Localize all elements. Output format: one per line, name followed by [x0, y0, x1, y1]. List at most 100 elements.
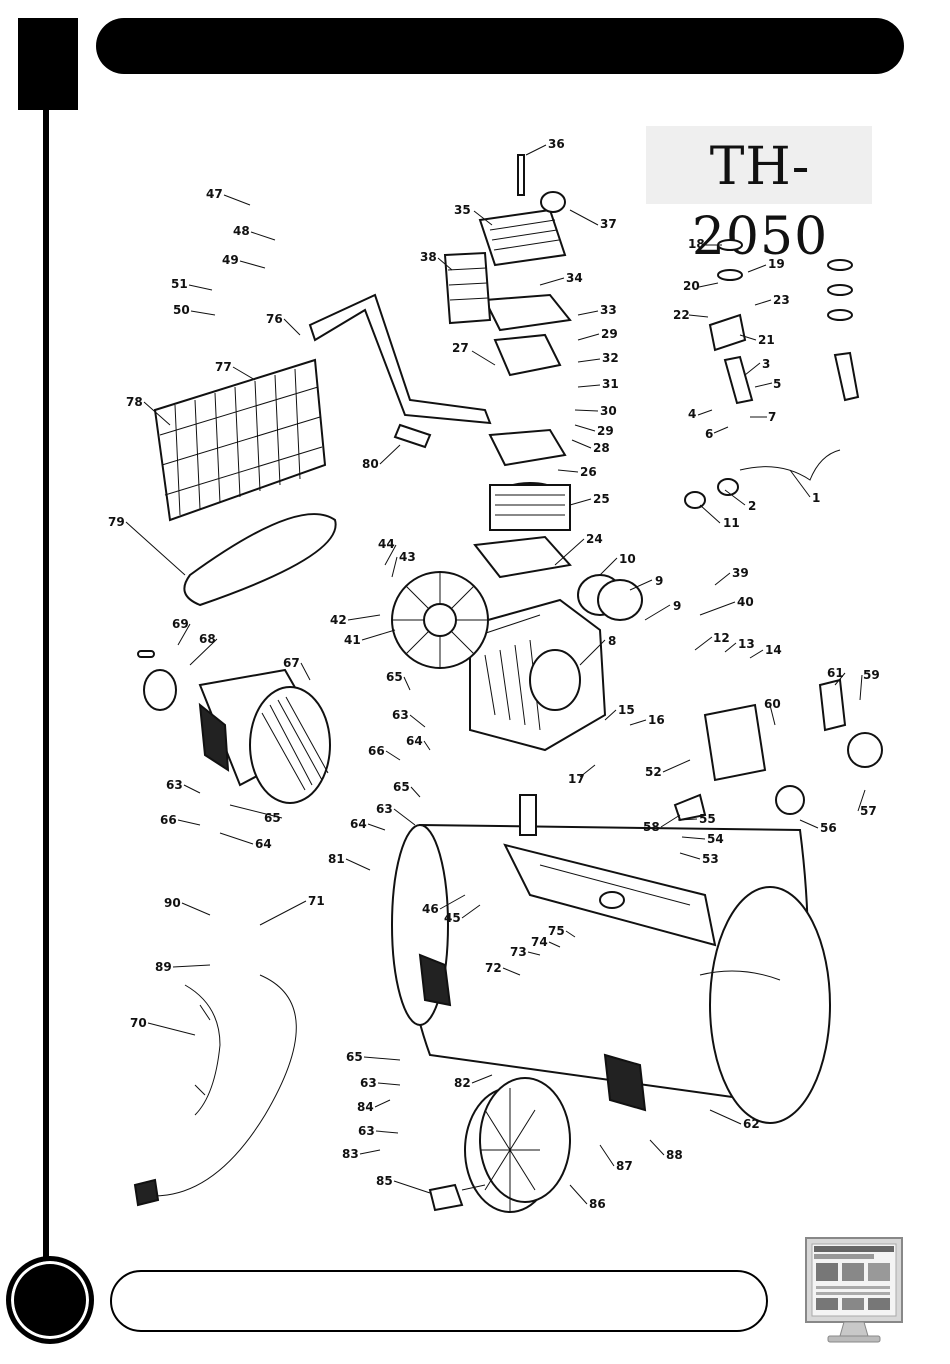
pressure-switch-assembly: [673, 239, 883, 822]
callout-86: 86: [589, 1197, 606, 1211]
callout-63a: 63: [392, 708, 409, 722]
callout-65c: 65: [393, 780, 410, 794]
callout-52: 52: [645, 765, 662, 779]
callout-24: 24: [586, 532, 603, 546]
callout-64a: 64: [406, 734, 423, 748]
callout-77: 77: [215, 360, 232, 374]
callout-88: 88: [666, 1148, 683, 1162]
page-margin-rule: [43, 110, 49, 1270]
model-label-background: [646, 126, 872, 204]
callout-16: 16: [648, 713, 665, 727]
callout-23: 23: [773, 293, 790, 307]
callout-46: 46: [422, 902, 439, 916]
callout-10: 10: [619, 552, 636, 566]
callout-39: 39: [732, 566, 749, 580]
callout-40: 40: [737, 595, 754, 609]
callout-65b: 65: [264, 811, 281, 825]
callout-54: 54: [707, 832, 724, 846]
exploded-parts-diagram: 1 2 3 4 5 6 7 8 9 9 10 11 12 13 14 15 16…: [108, 137, 883, 1213]
callout-64b: 64: [255, 837, 272, 851]
callout-56: 56: [820, 821, 837, 835]
drive-belt: [183, 513, 337, 607]
callout-38: 38: [420, 250, 437, 264]
callout-74: 74: [531, 935, 548, 949]
callout-87: 87: [616, 1159, 633, 1173]
callout-3: 3: [762, 357, 770, 371]
callout-45: 45: [444, 911, 461, 925]
callout-50: 50: [173, 303, 190, 317]
callout-61: 61: [827, 666, 844, 680]
electric-motor: [137, 650, 331, 804]
callout-28: 28: [593, 441, 610, 455]
callout-73: 73: [510, 945, 527, 959]
callout-66b: 66: [160, 813, 177, 827]
handle: [308, 293, 492, 449]
callout-66a: 66: [368, 744, 385, 758]
callout-63e: 63: [358, 1124, 375, 1138]
callout-9: 9: [655, 574, 663, 588]
callout-82: 82: [454, 1076, 471, 1090]
compressor-head: [443, 154, 643, 752]
callout-65a: 65: [386, 670, 403, 684]
callout-18: 18: [688, 237, 705, 251]
callout-20: 20: [683, 279, 700, 293]
callout-17: 17: [568, 772, 585, 786]
callout-35: 35: [454, 203, 471, 217]
callout-63c: 63: [376, 802, 393, 816]
callout-60: 60: [764, 697, 781, 711]
callout-89: 89: [155, 960, 172, 974]
callout-90: 90: [164, 896, 181, 910]
callout-57: 57: [860, 804, 877, 818]
callout-67: 67: [283, 656, 300, 670]
callout-26: 26: [580, 465, 597, 479]
callout-5: 5: [773, 377, 781, 391]
callout-21: 21: [758, 333, 775, 347]
callout-9b: 9: [673, 599, 681, 613]
callout-15: 15: [618, 703, 635, 717]
callout-7: 7: [768, 410, 776, 424]
callout-64c: 64: [350, 817, 367, 831]
callout-1: 1: [812, 491, 820, 505]
callout-58: 58: [643, 820, 660, 834]
callout-53: 53: [702, 852, 719, 866]
page-number-circle: [6, 1256, 94, 1344]
callout-79: 79: [108, 515, 125, 529]
callout-27: 27: [452, 341, 469, 355]
callout-6: 6: [705, 427, 713, 441]
callout-31: 31: [602, 377, 619, 391]
callout-84: 84: [357, 1100, 374, 1114]
callout-labels: 1 2 3 4 5 6 7 8 9 9 10 11 12 13 14 15 16…: [108, 137, 880, 1211]
callout-55: 55: [699, 812, 716, 826]
callout-19: 19: [768, 257, 785, 271]
callout-72: 72: [485, 961, 502, 975]
footer-box: [110, 1270, 768, 1332]
callout-62: 62: [743, 1117, 760, 1131]
callout-49: 49: [222, 253, 239, 267]
callout-81: 81: [328, 852, 345, 866]
callout-12: 12: [713, 631, 730, 645]
callout-34: 34: [566, 271, 583, 285]
callout-43: 43: [399, 550, 416, 564]
callout-78: 78: [126, 395, 143, 409]
callout-11: 11: [723, 516, 740, 530]
callout-65d: 65: [346, 1050, 363, 1064]
callout-8: 8: [608, 634, 616, 648]
monitor-icon: [805, 1237, 903, 1343]
callout-69: 69: [172, 617, 189, 631]
wheel: [428, 1077, 571, 1213]
callout-4: 4: [688, 407, 696, 421]
callout-32: 32: [602, 351, 619, 365]
callout-22: 22: [673, 308, 690, 322]
callout-30: 30: [600, 404, 617, 418]
callout-51: 51: [171, 277, 188, 291]
callout-41: 41: [344, 633, 361, 647]
header-bar: [96, 18, 904, 74]
power-cord: [133, 974, 297, 1207]
callout-25: 25: [593, 492, 610, 506]
callout-37: 37: [600, 217, 617, 231]
callout-42: 42: [330, 613, 347, 627]
callout-59: 59: [863, 668, 880, 682]
air-filter-cage: [153, 358, 327, 522]
callout-47: 47: [206, 187, 223, 201]
callout-85: 85: [376, 1174, 393, 1188]
